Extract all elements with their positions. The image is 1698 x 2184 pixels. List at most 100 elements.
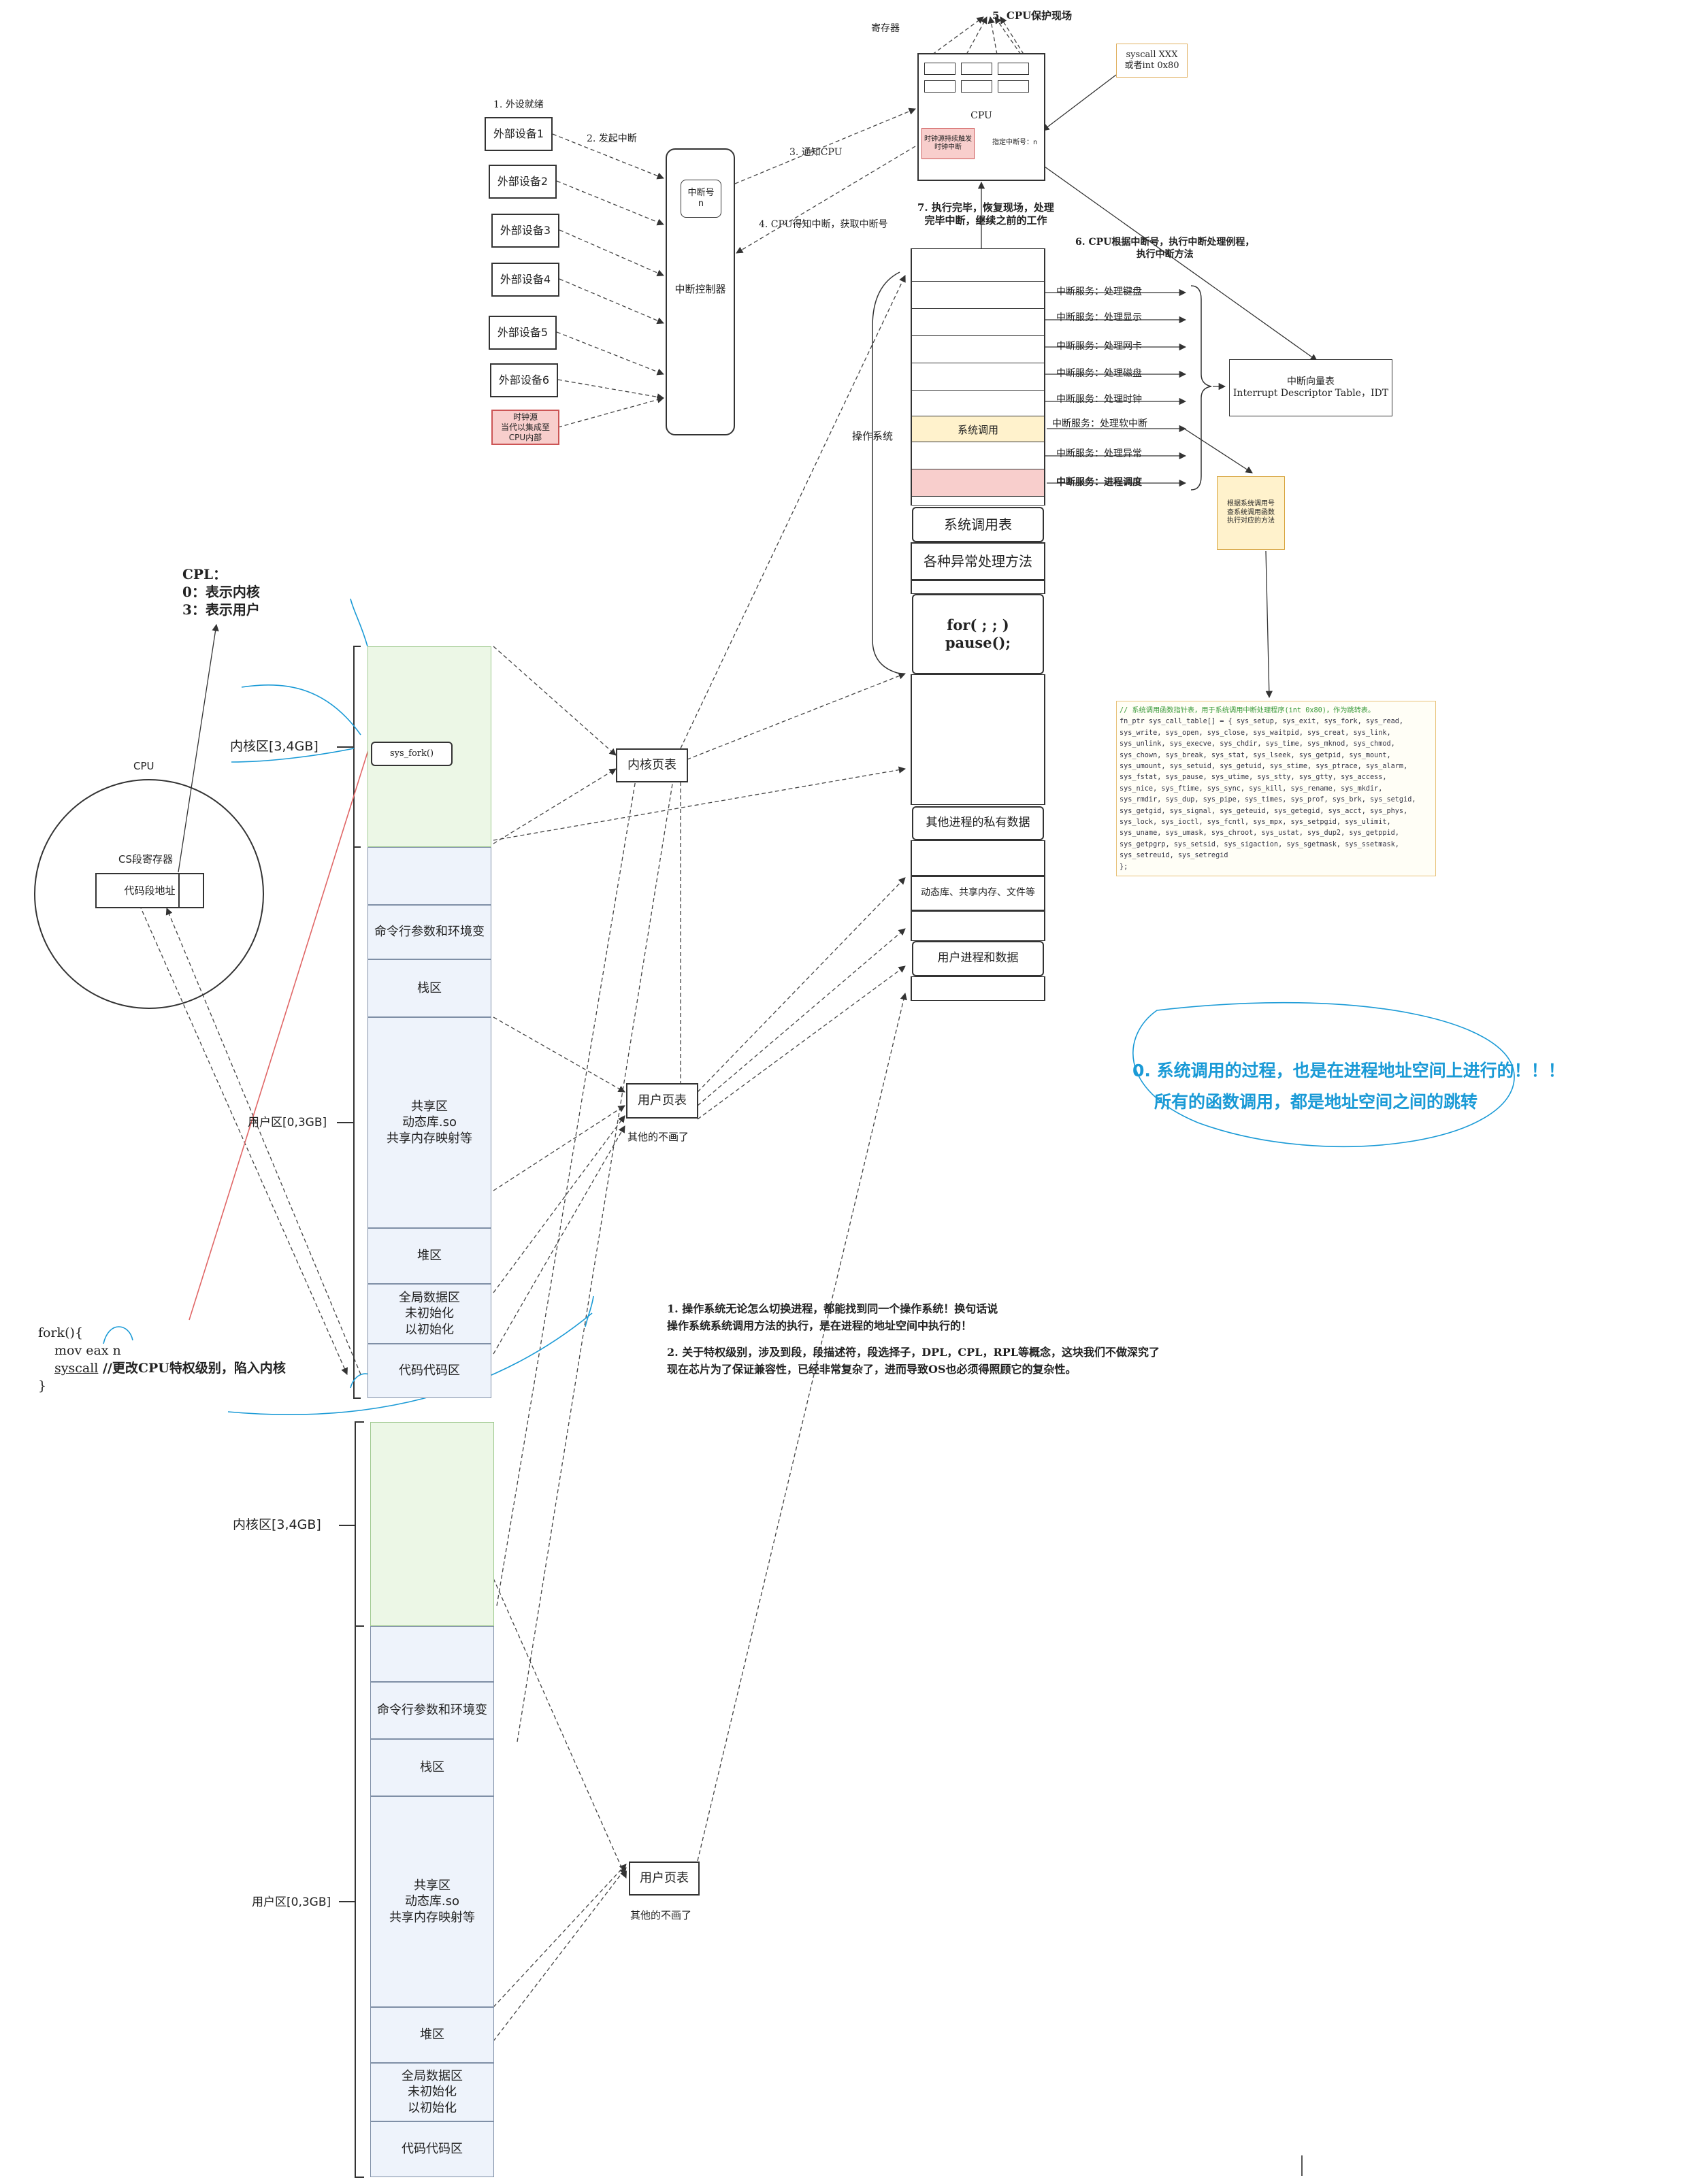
p1-seg-shared: 共享区 动态库.so 共享内存映射等 <box>368 1017 491 1228</box>
os-col-body <box>911 911 1045 941</box>
fork-line2: mov eax n <box>54 1343 121 1358</box>
device-6: 外部设备6 <box>490 363 558 397</box>
p2-kernel-label: 内核区[3,4GB] <box>233 1517 321 1532</box>
step1-label: 1. 外设就绪 <box>493 99 544 110</box>
p2-seg-env: 命令行参数和环境变 <box>370 1682 494 1739</box>
code-comment: // 系统调用函数指针表，用于系统调用中断处理程序(int 0x80)，作为跳转… <box>1120 707 1375 714</box>
syscall-table-code: // 系统调用函数指针表，用于系统调用中断处理程序(int 0x80)，作为跳转… <box>1116 701 1436 876</box>
os-col-row <box>911 308 1045 337</box>
code-line: sys_getpgrp, sys_setsid, sys_sigaction, … <box>1120 840 1399 848</box>
service-exception: 中断服务：处理异常 <box>1056 448 1142 459</box>
step6-label: 6. CPU根据中断号，执行中断处理例程， 执行中断方法 <box>1075 237 1255 260</box>
controller-interrupt-number: 中断号 n <box>681 180 721 218</box>
code-line: sys_lock, sys_ioctl, sys_fcntl, sys_mpx,… <box>1120 818 1391 827</box>
os-col-row <box>911 442 1045 470</box>
service-display: 中断服务：处理显示 <box>1056 312 1142 323</box>
registers-label: 寄存器 <box>871 23 900 34</box>
code-line: fn_ptr sys_call_table[] = { sys_setup, s… <box>1120 718 1404 726</box>
register-slot <box>998 63 1029 75</box>
code-line: }; <box>1120 863 1128 871</box>
os-col-row <box>911 496 1045 506</box>
others-note-2: 其他的不画了 <box>630 1909 692 1921</box>
p1-seg-blank <box>368 847 491 905</box>
syscall-comment: //更改CPU特权级别，陷入内核 <box>98 1361 286 1376</box>
os-col-row <box>911 580 1045 594</box>
register-slot <box>924 80 956 93</box>
os-col-row <box>911 281 1045 310</box>
code-line: sys_unlink, sys_execve, sys_chdir, sys_t… <box>1120 740 1395 748</box>
fork-line3: syscall //更改CPU特权级别，陷入内核 <box>54 1361 286 1377</box>
os-col-body <box>911 674 1045 805</box>
step3-label: 3. 通知CPU <box>789 147 843 158</box>
code-line: sys_nice, sys_ftime, sys_sync, sys_kill,… <box>1120 784 1383 793</box>
code-line: sys_rmdir, sys_dup, sys_pipe, sys_times,… <box>1120 796 1416 804</box>
os-col-row <box>911 335 1045 364</box>
exception-handlers-cell: 各种异常处理方法 <box>911 542 1045 580</box>
blue-note-2: 所有的函数调用，都是地址空间之间的跳转 <box>1154 1092 1478 1112</box>
interrupt-controller: 中断号 n 中断控制器 <box>666 148 735 435</box>
clock-box: 时钟源持续触发时钟中断 <box>921 128 975 159</box>
p1-seg-code: 代码代码区 <box>368 1344 491 1398</box>
register-slot <box>924 63 956 75</box>
fork-line1: fork(){ <box>38 1325 83 1340</box>
code-line: sys_umount, sys_setuid, sys_getuid, sys_… <box>1120 763 1408 771</box>
note-2: 2. 关于特权级别，涉及到段，段描述符，段选择子，DPL，CPL，RPL等概念，… <box>667 1346 1160 1376</box>
cpl-bits <box>178 873 204 908</box>
service-clock: 中断服务：处理时钟 <box>1056 394 1142 405</box>
user-process-cell: 用户进程和数据 <box>912 941 1044 976</box>
service-scheduling: 中断服务：进程调度 <box>1056 477 1142 488</box>
p2-kernel-area <box>370 1422 494 1626</box>
step4-label: 4. CPU得知中断，获取中断号 <box>759 219 888 230</box>
p2-seg-heap: 堆区 <box>370 2007 494 2063</box>
user-page-table-2: 用户页表 <box>629 1862 700 1896</box>
fork-line4: } <box>38 1378 47 1393</box>
others-note-1: 其他的不画了 <box>627 1131 689 1143</box>
cpu-circle-label: CPU <box>133 760 154 772</box>
p1-kernel-label: 内核区[3,4GB] <box>230 739 319 754</box>
idt-box: 中断向量表 Interrupt Descriptor Table，IDT <box>1229 359 1392 416</box>
p1-seg-data: 全局数据区 未初始化 以初始化 <box>368 1284 491 1344</box>
controller-label: 中断控制器 <box>674 283 726 295</box>
blue-note-1: 0. 系统调用的过程，也是在进程地址空间上进行的！！！ <box>1132 1061 1565 1080</box>
code-line: sys_getgid, sys_signal, sys_geteuid, sys… <box>1120 807 1408 815</box>
kernel-page-table: 内核页表 <box>616 748 688 782</box>
cpu-chip: CPU 时钟源持续触发时钟中断 指定中断号：n <box>917 53 1045 181</box>
sys-fork-box[interactable]: sys_fork() <box>371 742 453 766</box>
code-line: sys_write, sys_open, sys_close, sys_wait… <box>1120 729 1391 737</box>
clock-source: 时钟源 当代以集成至 CPU内部 <box>491 410 559 445</box>
code-line: sys_fstat, sys_pause, sys_utime, sys_stt… <box>1120 774 1387 782</box>
interrupt-num-label: 指定中断号：n <box>992 139 1038 146</box>
p1-user-label: 用户区[0,3GB] <box>248 1116 327 1129</box>
os-col-body <box>911 976 1045 1001</box>
service-soft-interrupt: 中断服务：处理软中断 <box>1052 418 1147 429</box>
os-col-row <box>911 390 1045 417</box>
device-5: 外部设备5 <box>489 316 557 350</box>
device-2: 外部设备2 <box>489 165 557 199</box>
device-3: 外部设备3 <box>491 214 559 248</box>
p2-seg-code: 代码代码区 <box>370 2121 494 2177</box>
os-syscall-cell: 系统调用 <box>911 416 1045 443</box>
cpl-user: 3：表示用户 <box>182 601 260 618</box>
code-line: sys_chown, sys_break, sys_stat, sys_lsee… <box>1120 751 1391 759</box>
code-line: sys_setreuid, sys_setregid <box>1120 852 1228 860</box>
cpu-label: CPU <box>970 110 992 121</box>
p1-seg-heap: 堆区 <box>368 1228 491 1284</box>
cpl-kernel: 0：表示内核 <box>182 584 260 600</box>
syscall-table-cell: 系统调用表 <box>912 507 1044 542</box>
os-col-row <box>911 363 1045 391</box>
cpu-circle <box>34 779 264 1009</box>
p2-seg-blank <box>370 1626 494 1682</box>
register-slot <box>961 80 992 93</box>
os-sched-cell <box>911 469 1045 497</box>
syscall-keyword: syscall <box>54 1361 99 1376</box>
register-slot <box>961 63 992 75</box>
register-slot <box>998 80 1029 93</box>
user-page-table-1: 用户页表 <box>626 1083 698 1119</box>
step2-label: 2. 发起中断 <box>587 133 637 144</box>
p2-user-label: 用户区[0,3GB] <box>252 1896 331 1909</box>
service-keyboard: 中断服务：处理键盘 <box>1056 286 1142 297</box>
private-data-cell: 其他进程的私有数据 <box>912 806 1044 840</box>
p2-seg-shared: 共享区 动态库.so 共享内存映射等 <box>370 1796 494 2007</box>
code-line: sys_uname, sys_umask, sys_chroot, sys_us… <box>1120 829 1399 838</box>
step5-label: 5. CPU保护现场 <box>992 10 1073 22</box>
